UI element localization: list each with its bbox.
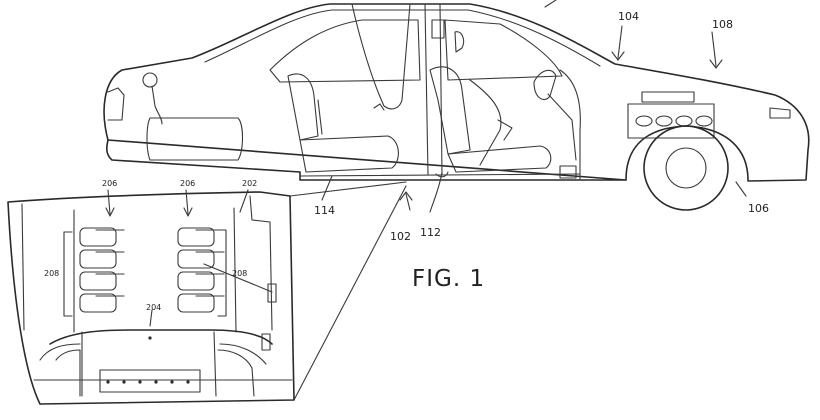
label-102: 102 xyxy=(390,230,411,243)
label-112: 112 xyxy=(420,226,441,239)
label-104: 104 xyxy=(618,10,639,23)
label-206-top: 206 xyxy=(180,179,195,188)
engine-assembly xyxy=(627,91,715,139)
label-208-left: 208 xyxy=(44,269,59,278)
label-202: 202 xyxy=(242,179,257,188)
reference-labels: 104 108 106 114 102 112 206 206 202 208 … xyxy=(44,10,769,312)
figure-caption: FIG. 1 xyxy=(412,266,485,292)
sensor-column-right xyxy=(177,227,277,313)
label-108: 108 xyxy=(712,18,733,31)
label-204: 204 xyxy=(146,303,161,312)
label-208-right: 208 xyxy=(232,269,247,278)
seat-detail-inset xyxy=(7,181,407,405)
label-206-left: 206 xyxy=(102,179,117,188)
leader-lines xyxy=(321,0,747,213)
vehicle-body xyxy=(103,3,810,211)
front-wheel xyxy=(643,125,729,211)
sensor-column-left xyxy=(79,227,125,313)
label-114: 114 xyxy=(314,204,335,217)
label-106: 106 xyxy=(748,202,769,215)
